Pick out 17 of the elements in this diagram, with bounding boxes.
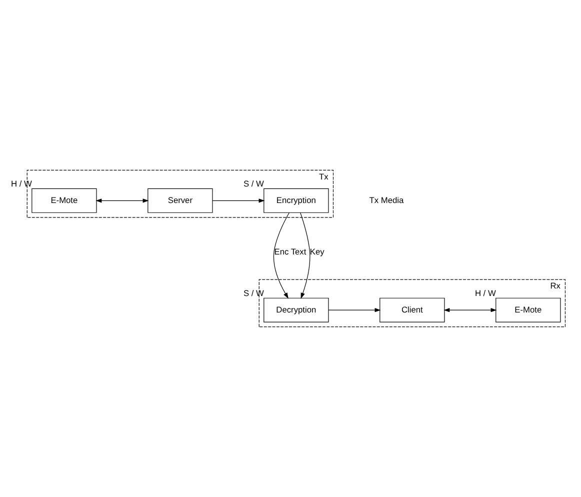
node-box: Server bbox=[148, 188, 213, 213]
node-box: E-Mote bbox=[496, 298, 561, 322]
label: Tx Media bbox=[369, 194, 404, 205]
arrow bbox=[328, 308, 381, 312]
arrow bbox=[300, 212, 310, 299]
node-box: Decryption bbox=[264, 298, 329, 322]
arrow bbox=[273, 212, 290, 299]
edge-label: Key bbox=[310, 246, 324, 257]
node-box: E-Mote bbox=[32, 188, 97, 213]
edge-label: Enc Text bbox=[274, 246, 306, 257]
arrow bbox=[212, 198, 265, 203]
node-label: S / W bbox=[244, 178, 264, 188]
arrow bbox=[444, 308, 497, 312]
node-box: Client bbox=[380, 298, 445, 322]
node-box: Encryption bbox=[264, 188, 329, 213]
arrow bbox=[96, 198, 149, 203]
node-label: H / W bbox=[474, 288, 496, 298]
